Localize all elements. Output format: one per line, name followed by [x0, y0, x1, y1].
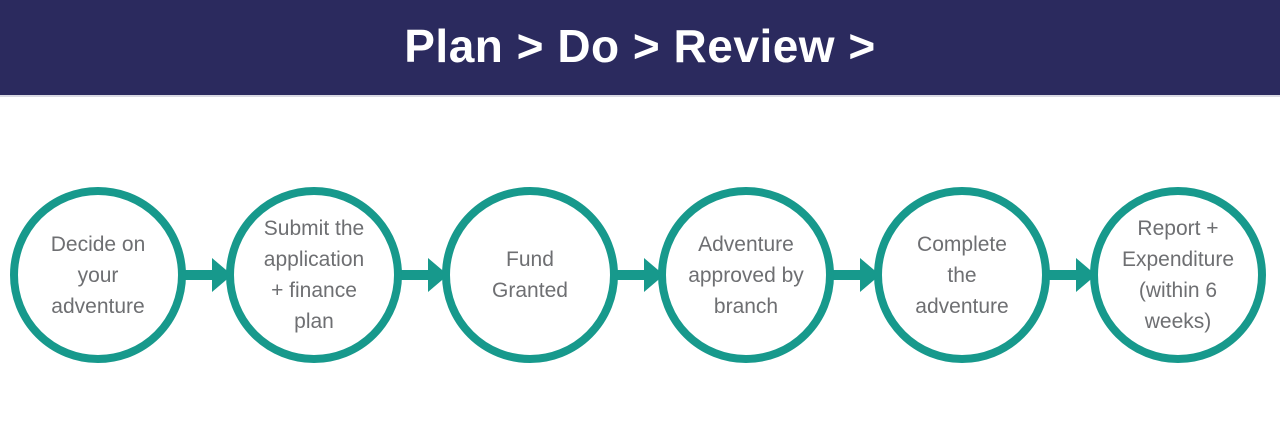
- flow-arrow-icon: [396, 258, 448, 292]
- flow-arrow-icon: [828, 258, 880, 292]
- flow-step-label: Decide on your adventure: [50, 232, 146, 318]
- page-title: Plan > Do > Review >: [404, 19, 876, 72]
- flow-arrow-icon: [1044, 258, 1096, 292]
- flow-step-submit-application: Submit the application + finance plan: [226, 187, 402, 363]
- arrow-stem: [612, 270, 645, 280]
- process-flow: Decide on your adventure Submit the appl…: [10, 187, 1266, 363]
- arrow-stem: [828, 270, 861, 280]
- flow-step-fund-granted: Fund Granted: [442, 187, 618, 363]
- flow-step-label: Report + Expenditure (within 6 weeks): [1121, 217, 1235, 333]
- flow-step-decide-adventure: Decide on your adventure: [10, 187, 186, 363]
- flow-step-label: Submit the application + finance plan: [263, 217, 365, 333]
- flow-step-label: Adventure approved by branch: [688, 232, 804, 318]
- arrow-stem: [180, 270, 213, 280]
- arrow-stem: [396, 270, 429, 280]
- flow-arrow-icon: [180, 258, 232, 292]
- flow-arrow-icon: [612, 258, 664, 292]
- flow-step-report-expenditure: Report + Expenditure (within 6 weeks): [1090, 187, 1266, 363]
- flow-step-adventure-approved: Adventure approved by branch: [658, 187, 834, 363]
- flow-step-label: Complete the adventure: [915, 232, 1009, 318]
- header-banner: Plan > Do > Review >: [0, 0, 1280, 97]
- flow-step-complete-adventure: Complete the adventure: [874, 187, 1050, 363]
- flow-step-label: Fund Granted: [492, 248, 568, 302]
- arrow-stem: [1044, 270, 1077, 280]
